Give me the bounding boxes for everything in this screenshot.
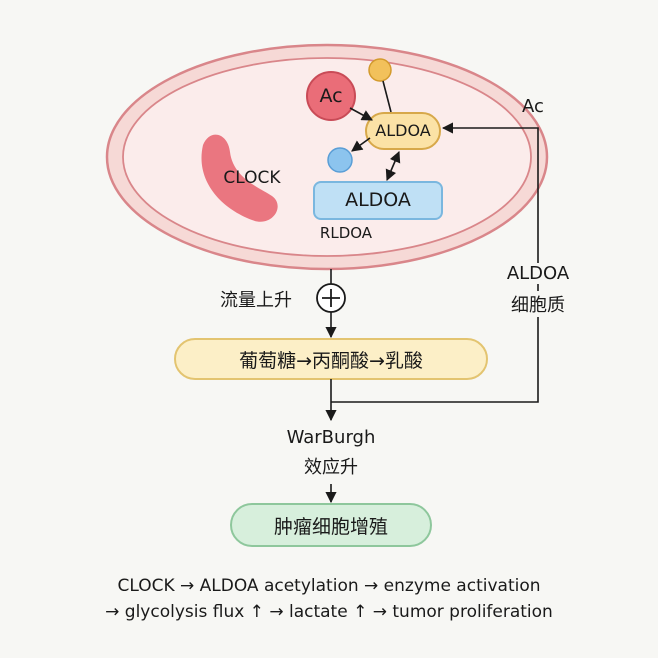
acetyl-group-label: Ac (319, 85, 343, 107)
cytoplasm-label: 细胞质 (488, 291, 588, 317)
blue-ball (327, 147, 353, 173)
ac-to-aldoa-arrow (349, 107, 373, 121)
clock-protein-shape (201, 134, 278, 222)
flux-up-label: 流量上升 (220, 290, 292, 311)
tumor-box-shape (230, 503, 432, 547)
yellow-ball-stick (382, 80, 392, 113)
cytoplasm-aldoa-label: ALDOA (488, 263, 588, 284)
rldoa-label: RLDOA (319, 224, 373, 242)
aldoa-large-label: ALDOA (345, 189, 411, 211)
aldoa-small-pill (365, 112, 441, 150)
acetyl-group-circle (306, 71, 356, 121)
caption-line-2: → glycolysis flux ↑ → lactate ↑ → tumor … (105, 602, 553, 622)
tumor-proliferation-box: 肿瘤细胞增殖 (273, 515, 388, 538)
warburg-effect-label: 效应升 (261, 453, 401, 479)
warburg-label: WarBurgh (261, 427, 401, 448)
clock-label: CLOCK (223, 168, 281, 188)
aldoa-large-box (313, 181, 443, 220)
cytoplasm-ac-label: Ac (522, 96, 544, 117)
glycolysis-box: 葡萄糖→丙酮酸→乳酸 (239, 349, 423, 372)
aldoa-bidirectional-arrow (385, 150, 401, 182)
small-yellow-ball (368, 58, 392, 82)
aldoa-small-label: ALDOA (375, 121, 431, 140)
caption-line-1: CLOCK → ALDOA acetylation → enzyme activ… (117, 576, 541, 596)
aldoa-to-blue-ball-arrow (351, 137, 371, 152)
